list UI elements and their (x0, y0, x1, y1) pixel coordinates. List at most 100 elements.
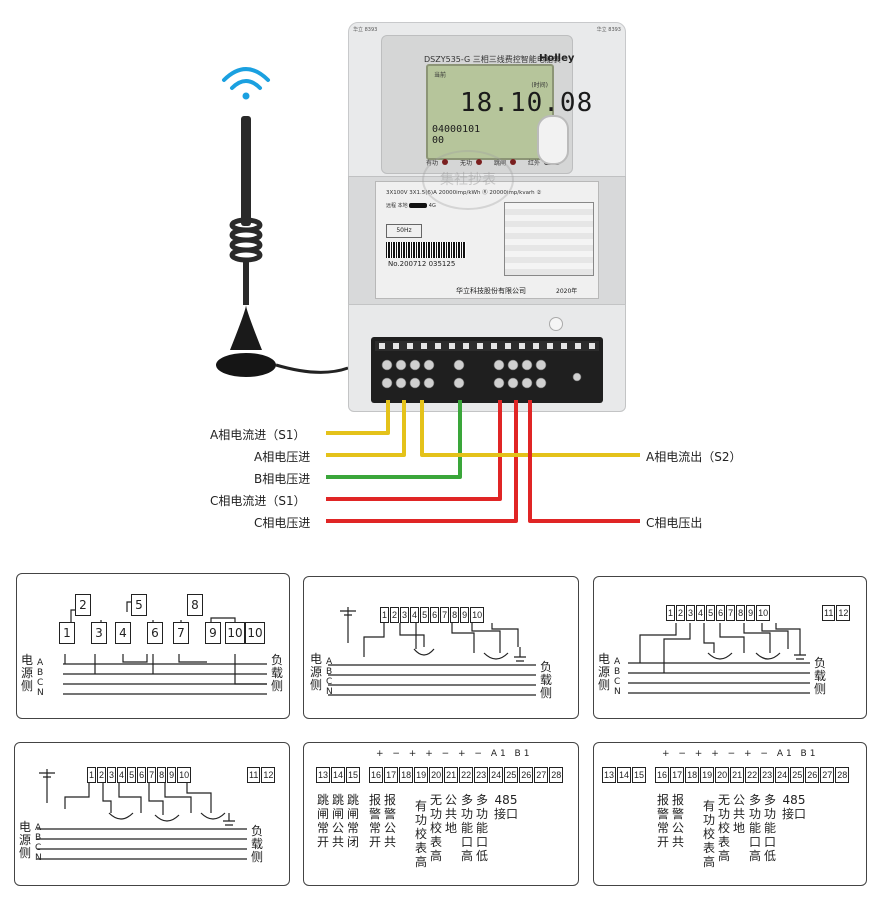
terminal-1: 1 (666, 605, 676, 621)
terminal-11: 11 (822, 605, 836, 621)
barcode-icon (386, 242, 466, 258)
terminal-22: 22 (745, 767, 760, 783)
terminal-19: 19 (700, 767, 715, 783)
label-common-ground: 公共地 (444, 793, 457, 835)
meter-model: DSZY535-G 三相三线费控智能电能表 (424, 55, 561, 64)
terminal-23: 23 (760, 767, 775, 783)
label-multifunction-high: 多功能口高 (748, 793, 761, 863)
terminal-8: 8 (450, 607, 460, 623)
terminal-13: 13 (316, 767, 331, 783)
label-a-current-in: A相电流进（S1） (210, 428, 306, 442)
terminal-5: 5 (131, 594, 147, 616)
source-side-label: 电源侧 (19, 820, 32, 860)
terminal-13: 13 (602, 767, 617, 783)
meter-display-button[interactable] (537, 115, 569, 165)
auxiliary-terminal-diagram-1: + − + + − + − A1 B1 13 14 15 16 17 18 19… (303, 742, 579, 886)
terminal-15: 15 (632, 767, 647, 783)
terminal-6: 6 (147, 622, 163, 644)
terminal-14: 14 (617, 767, 632, 783)
terminal-10: 10 (470, 607, 485, 623)
nameplate-wiring-grid (504, 202, 594, 276)
terminal-9: 9 (167, 767, 177, 783)
load-side-label: 负载侧 (271, 653, 284, 693)
terminal-23: 23 (474, 767, 489, 783)
terminal-7: 7 (726, 605, 736, 621)
source-side-label: 电源侧 (310, 652, 323, 692)
terminal-3: 3 (686, 605, 696, 621)
terminal-9: 9 (746, 605, 756, 621)
label-multifunction-high: 多功能口高 (460, 793, 473, 863)
terminal-27: 27 (534, 767, 549, 783)
brand-logo: Holley (539, 53, 575, 64)
label-c-voltage-in: C相电压进 (254, 516, 311, 530)
label-c-voltage-out: C相电压出 (646, 516, 703, 530)
switch-icon (409, 203, 428, 208)
terminal-row-extra: 11 12 (822, 605, 851, 621)
lcd-tag-time: (时间) (531, 82, 548, 89)
wiring-lines (326, 400, 640, 523)
manufacture-year: 2020年 (556, 288, 578, 295)
label-b-voltage-in: B相电压进 (254, 472, 311, 486)
terminal-28: 28 (835, 767, 850, 783)
terminal-10b: 10 (245, 622, 265, 644)
label-reactive-calib-high: 无功校表高 (717, 793, 730, 863)
polarity-marks: + − + + − + − A1 B1 (662, 749, 819, 759)
terminal-10a: 10 (225, 622, 245, 644)
label-trip-normally-closed: 跳闸常闭 (346, 793, 359, 849)
label-trip-normally-open: 跳闸常开 (316, 793, 329, 849)
label-active-calib-high: 有功校表高 (414, 799, 427, 869)
polarity-marks: + − + + − + − A1 B1 (376, 749, 533, 759)
lcd-sub-line: 00 (432, 135, 445, 146)
label-485-port: 485接口 (493, 793, 518, 821)
terminal-7: 7 (147, 767, 157, 783)
terminal-21: 21 (444, 767, 459, 783)
label-multifunction-low: 多功能口低 (475, 793, 488, 863)
diagram-1-lines (63, 594, 267, 695)
corner-tag-left: 华立 8393 (353, 27, 378, 33)
terminal-21: 21 (730, 767, 745, 783)
antenna-illustration (216, 67, 349, 377)
manufacturer: 华立科技股份有限公司 (456, 287, 526, 295)
serial-number: No.200712 035125 (388, 260, 456, 268)
terminal-3: 3 (107, 767, 117, 783)
diagram-2-lines (328, 607, 536, 696)
terminal-9: 9 (460, 607, 470, 623)
load-side-label: 负载侧 (814, 656, 827, 696)
label-trip-common: 跳闸公共 (331, 793, 344, 849)
terminal-4: 4 (410, 607, 420, 623)
terminal-4: 4 (117, 767, 127, 783)
terminal-5: 5 (127, 767, 137, 783)
terminal-5: 5 (420, 607, 430, 623)
seal-screw-icon (549, 317, 563, 331)
terminal-1: 1 (59, 622, 75, 644)
terminal-4: 4 (696, 605, 706, 621)
led-icon (510, 159, 517, 165)
terminal-11: 11 (247, 767, 261, 783)
terminal-15: 15 (346, 767, 361, 783)
corner-tag-right: 华立 8393 (596, 27, 621, 33)
terminal-10: 10 (177, 767, 192, 783)
terminal-6: 6 (137, 767, 147, 783)
label-alarm-common: 报警公共 (383, 793, 396, 849)
terminal-2: 2 (676, 605, 686, 621)
terminal-20: 20 (715, 767, 730, 783)
terminal-6: 6 (716, 605, 726, 621)
terminal-row-extra: 11 12 (247, 767, 276, 783)
source-side-label: 电源侧 (21, 653, 34, 693)
label-reactive-calib-high: 无功校表高 (429, 793, 442, 863)
terminal-12: 12 (836, 605, 851, 621)
terminal-1: 1 (380, 607, 390, 623)
terminal-7: 7 (440, 607, 450, 623)
terminal-8: 8 (736, 605, 746, 621)
terminal-16: 16 (655, 767, 670, 783)
terminal-26: 26 (519, 767, 534, 783)
terminal-2: 2 (75, 594, 91, 616)
terminal-1: 1 (87, 767, 97, 783)
